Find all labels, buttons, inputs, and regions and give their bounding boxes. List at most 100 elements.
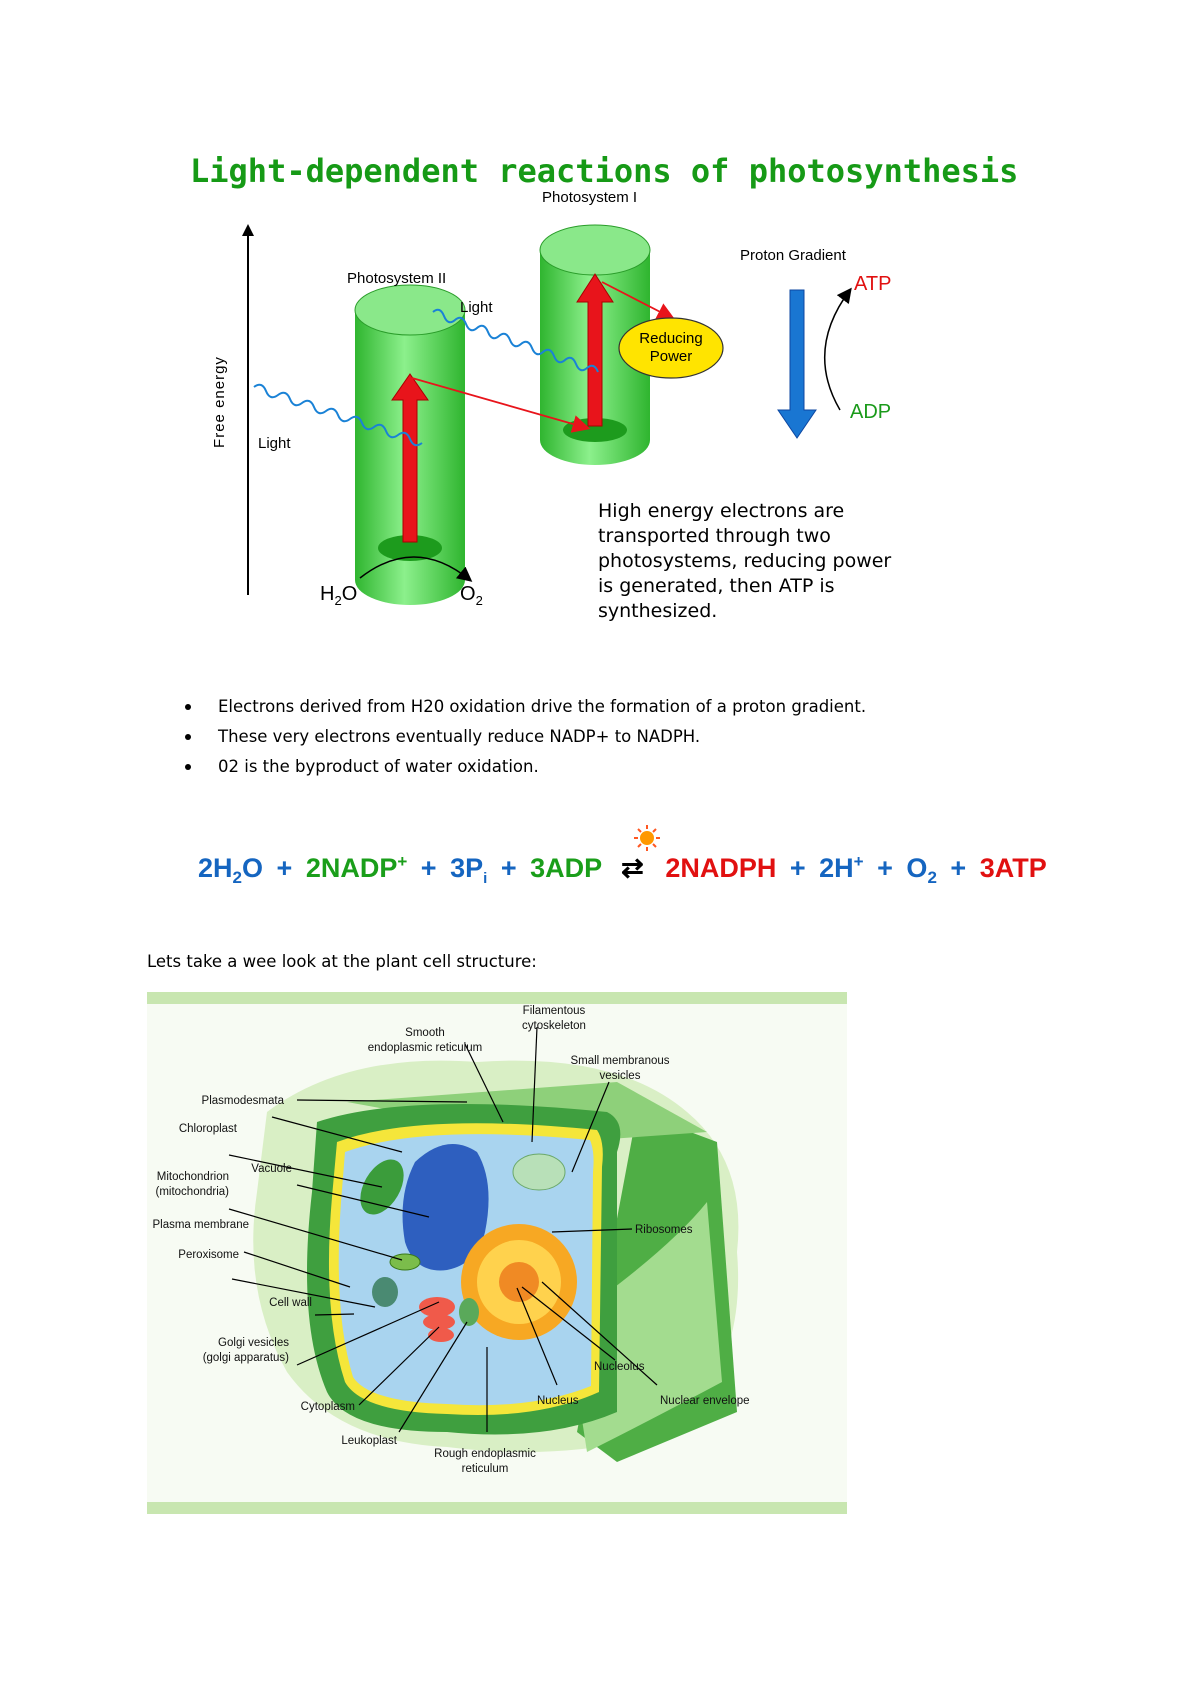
caption-line: photosystems, reducing power — [598, 550, 891, 572]
eq-adp: 3ADP — [530, 853, 602, 883]
label-small-vesicles-2: vesicles — [600, 1070, 641, 1082]
label-nucleus: Nucleus — [537, 1395, 579, 1407]
label-plasmodesmata: Plasmodesmata — [202, 1095, 285, 1107]
bullet-dot-icon — [185, 764, 191, 770]
bullet-list: Electrons derived from H20 oxidation dri… — [178, 692, 1078, 782]
eq-nadp: 2NADP — [306, 853, 398, 883]
label-chloroplast: Chloroplast — [179, 1123, 238, 1135]
vacuole — [402, 1144, 489, 1271]
water-oxidation-curve-icon — [359, 556, 473, 582]
leader-lines — [228, 1026, 658, 1433]
label-rough-er-2: reticulum — [462, 1463, 509, 1475]
label-mitochondrion-2: (mitochondria) — [156, 1186, 230, 1198]
light-wave-1-icon — [253, 383, 423, 447]
light-wave-2-icon — [432, 308, 599, 373]
water-o: O — [342, 583, 358, 605]
adp-label: ADP — [850, 401, 891, 423]
oxygen-sub: 2 — [476, 593, 483, 608]
label-golgi-2: (golgi apparatus) — [203, 1352, 289, 1364]
label-peroxisome: Peroxisome — [178, 1249, 239, 1261]
label-smooth-er-2: endoplasmic reticulum — [368, 1042, 482, 1054]
oxygen-formula: O2 — [460, 583, 483, 608]
label-ribosomes: Ribosomes — [635, 1224, 693, 1236]
eq-plus: + — [501, 853, 517, 883]
photosynthesis-equation: 2H2O + 2NADP+ + 3Pi + 3ADP ⇄ 2NADPH + 2H… — [198, 825, 1047, 889]
label-golgi-1: Golgi vesicles — [218, 1337, 289, 1349]
eq-plus: + — [950, 853, 966, 883]
label-cytoplasm: Cytoplasm — [301, 1401, 355, 1413]
reducing-power-line2: Power — [650, 348, 693, 365]
reducing-power-line1: Reducing — [639, 330, 702, 347]
eq-pi: 3P — [450, 853, 483, 883]
label-vacuole: Vacuole — [251, 1163, 292, 1175]
eq-h-sup: + — [854, 852, 864, 871]
smooth-er — [512, 1153, 566, 1191]
photosystem-i-label: Photosystem I — [542, 189, 637, 206]
atp-synthesis-curve-icon — [823, 287, 852, 411]
label-leukoplast: Leukoplast — [341, 1435, 397, 1447]
figure-caption: High energy electrons are transported th… — [598, 500, 891, 622]
label-small-vesicles-1: Small membranous — [570, 1055, 669, 1067]
atp-label: ATP — [854, 273, 891, 295]
label-filamentous-1: Filamentous — [523, 1005, 586, 1017]
peroxisome — [372, 1277, 398, 1307]
eq-h2o-tail: O — [242, 853, 263, 883]
caption-line: synthesized. — [598, 600, 717, 622]
water-sub: 2 — [334, 593, 341, 608]
proton-gradient-label: Proton Gradient — [740, 247, 847, 264]
plant-cell-diagram: Filamentous cytoskeleton Smooth endoplas… — [147, 992, 847, 1514]
label-mitochondrion-1: Mitochondrion — [157, 1171, 229, 1183]
caption-line: is generated, then ATP is — [598, 575, 835, 597]
label-nuclear-envelope: Nuclear envelope — [660, 1395, 750, 1407]
sun-icon — [634, 825, 660, 851]
bullet-item: 02 is the byproduct of water oxidation. — [178, 752, 1078, 782]
eq-pi-sub: i — [483, 870, 487, 887]
bullet-dot-icon — [185, 704, 191, 710]
bullet-text: 02 is the byproduct of water oxidation. — [218, 757, 539, 776]
caption-line: transported through two — [598, 525, 831, 547]
bullet-item: Electrons derived from H20 oxidation dri… — [178, 692, 1078, 722]
oxygen-o: O — [460, 583, 476, 605]
mitochondrion — [389, 1253, 421, 1271]
eq-arrow: ⇄ — [621, 853, 644, 883]
label-cell-wall: Cell wall — [269, 1297, 312, 1309]
eq-h: 2H — [819, 853, 854, 883]
eq-plus: + — [877, 853, 893, 883]
bullet-text: Electrons derived from H20 oxidation dri… — [218, 697, 867, 716]
ps2-energy-arrow-icon — [391, 373, 429, 543]
light-label-2: Light — [460, 299, 493, 316]
eq-plus: + — [277, 853, 293, 883]
eq-nadp-sup: + — [397, 852, 407, 871]
eq-plus: + — [790, 853, 806, 883]
label-filamentous-2: cytoskeleton — [522, 1020, 586, 1032]
leukoplast — [459, 1298, 479, 1326]
eq-atp: 3ATP — [980, 853, 1047, 883]
proton-gradient-arrow-icon — [777, 289, 817, 439]
label-smooth-er-1: Smooth — [405, 1027, 445, 1039]
eq-o2: O — [906, 853, 927, 883]
water-h: H — [320, 583, 334, 605]
water-formula: H2O — [320, 583, 357, 608]
label-nucleolus: Nucleolus — [594, 1361, 645, 1373]
eq-h2o: 2H — [198, 853, 233, 883]
eq-h2o-sub: 2 — [233, 868, 242, 887]
bullet-dot-icon — [185, 734, 191, 740]
label-plasma-membrane: Plasma membrane — [152, 1219, 249, 1231]
caption-line: High energy electrons are — [598, 500, 844, 522]
photosynthesis-diagram: Light-dependent reactions of photosynthe… — [190, 152, 1018, 622]
electron-transfer-line-1 — [411, 377, 591, 433]
bullet-item: These very electrons eventually reduce N… — [178, 722, 1078, 752]
electron-transfer-line-2 — [601, 281, 676, 320]
intro-text: Lets take a wee look at the plant cell s… — [147, 952, 537, 971]
label-rough-er-1: Rough endoplasmic — [434, 1448, 536, 1460]
axis-arrow-icon — [242, 224, 254, 236]
y-axis-label: Free energy — [211, 356, 228, 448]
equation-text: 2H2O + 2NADP+ + 3Pi + 3ADP ⇄ 2NADPH + 2H… — [198, 843, 1047, 889]
ps1-energy-arrow-icon — [576, 273, 614, 427]
photosystem-ii-label: Photosystem II — [347, 270, 446, 287]
light-label-1: Light — [258, 435, 291, 452]
eq-o2-sub: 2 — [927, 868, 936, 887]
eq-plus: + — [421, 853, 437, 883]
bullet-text: These very electrons eventually reduce N… — [218, 727, 701, 746]
reducing-power-ellipse — [618, 317, 724, 379]
